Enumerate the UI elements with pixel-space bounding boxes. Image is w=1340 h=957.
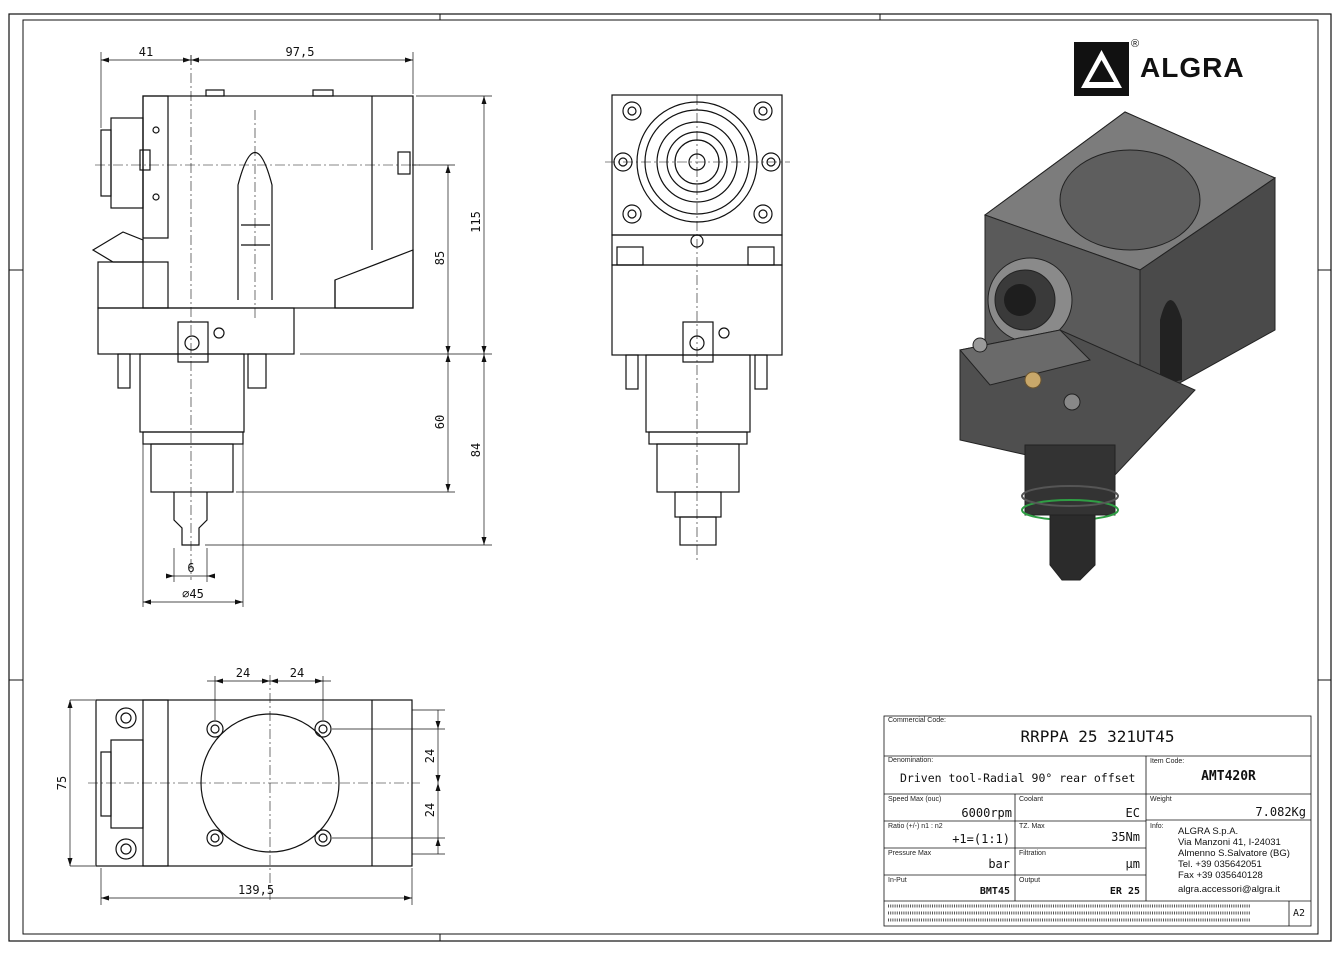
commercial-code-label: Commercial Code: bbox=[888, 717, 946, 724]
dim-6: 6 bbox=[187, 561, 194, 575]
filtration-label: Filtration bbox=[1019, 850, 1046, 857]
registered-mark: ® bbox=[1131, 38, 1140, 50]
denomination-label: Denomination: bbox=[888, 757, 934, 764]
input-label: In-Put bbox=[888, 877, 907, 884]
info-address2: Almenno S.Salvatore (BG) bbox=[1178, 848, 1290, 859]
info-block: ALGRA S.p.A. Via Manzoni 41, I-24031 Alm… bbox=[1178, 826, 1290, 895]
output-value: ER 25 bbox=[1109, 886, 1140, 897]
coolant-label: Coolant bbox=[1019, 796, 1044, 803]
dim-85: 85 bbox=[433, 251, 447, 265]
title-block-grid bbox=[883, 715, 1312, 927]
dim-41: 41 bbox=[139, 45, 153, 59]
pressure-label: Pressure Max bbox=[888, 850, 932, 857]
dim-dia45: ∅45 bbox=[182, 587, 204, 601]
sheet-size: A2 bbox=[1293, 908, 1306, 919]
dim-115: 115 bbox=[469, 211, 483, 233]
pressure-unit: bar bbox=[988, 857, 1010, 871]
dim-75: 75 bbox=[55, 776, 69, 790]
torque-label: TZ. Max bbox=[1019, 823, 1045, 830]
torque-value: 35Nm bbox=[1111, 830, 1140, 844]
input-value: BMT45 bbox=[979, 886, 1010, 897]
dim-139-5: 139,5 bbox=[238, 883, 274, 897]
dim-60: 60 bbox=[433, 415, 447, 429]
dim-97-5: 97,5 bbox=[286, 45, 315, 59]
algra-logo bbox=[1074, 42, 1129, 96]
speed-label: Speed Max (ouc) bbox=[888, 796, 942, 803]
dim-84: 84 bbox=[469, 443, 483, 457]
dim-24-right: 24 bbox=[290, 666, 304, 680]
ratio-label: Ratio (+/-) n1 : n2 bbox=[888, 823, 943, 830]
dim-24-upper: 24 bbox=[423, 749, 437, 763]
fine-print-lines bbox=[888, 904, 1250, 922]
info-email: algra.accessori@algra.it bbox=[1178, 884, 1281, 895]
output-label: Output bbox=[1019, 877, 1041, 884]
commercial-code: RRPPA 25 321UT45 bbox=[1020, 727, 1175, 746]
coolant-value: EC bbox=[1125, 806, 1140, 820]
weight-label: Weight bbox=[1150, 796, 1172, 803]
info-tel: Tel. +39 035642051 bbox=[1178, 859, 1262, 870]
side-view bbox=[91, 89, 414, 546]
weight-value: 7.082Kg bbox=[1255, 805, 1306, 819]
info-company: ALGRA S.p.A. bbox=[1178, 826, 1239, 837]
ratio-value: +1=(1:1) bbox=[952, 832, 1010, 846]
dim-24-left: 24 bbox=[236, 666, 250, 680]
item-code: AMT420R bbox=[1201, 769, 1256, 784]
denomination: Driven tool-Radial 90° rear offset bbox=[900, 771, 1136, 785]
speed-value: 6000rpm bbox=[961, 806, 1012, 820]
isometric-render bbox=[959, 111, 1277, 581]
dim-24-lower: 24 bbox=[423, 803, 437, 817]
info-label: Info: bbox=[1150, 823, 1164, 830]
brand-name: ALGRA bbox=[1140, 52, 1245, 83]
info-address1: Via Manzoni 41, I-24031 bbox=[1178, 837, 1281, 848]
filtration-unit: µm bbox=[1125, 857, 1140, 871]
info-fax: Fax +39 035640128 bbox=[1178, 870, 1263, 881]
item-code-label: Item Code: bbox=[1150, 758, 1185, 765]
